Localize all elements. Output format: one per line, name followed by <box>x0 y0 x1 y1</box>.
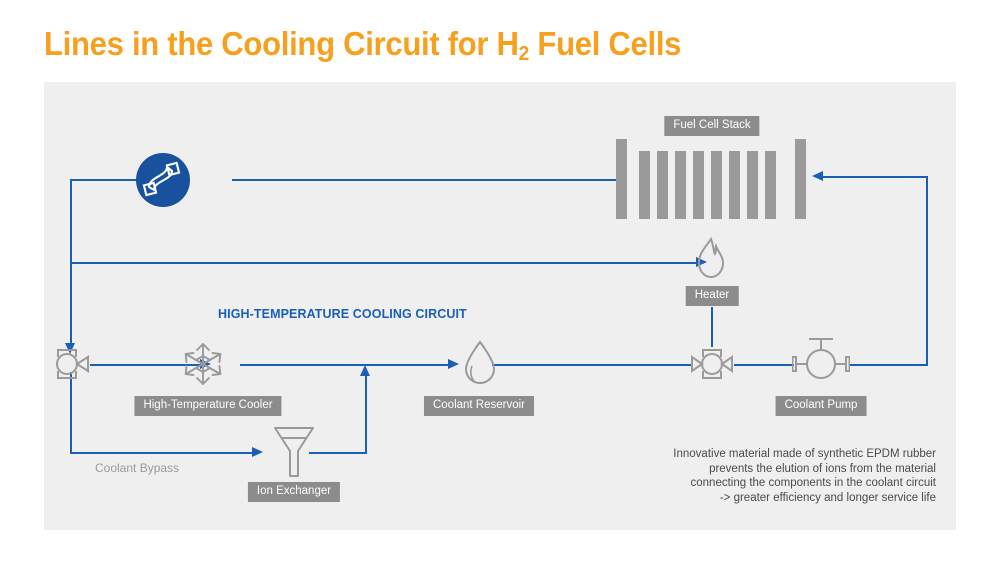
arrow-right-to-ion-exchanger <box>252 447 263 457</box>
stack-plate <box>765 151 776 219</box>
connector-ion-exchanger-riser <box>365 374 367 454</box>
connector-stack-to-hose <box>232 179 616 181</box>
hose-connector-badge[interactable] <box>136 153 190 207</box>
connector-valve-to-cooler <box>90 364 202 366</box>
stack-plate <box>675 151 686 219</box>
arrow-left-to-stack <box>812 171 823 181</box>
fuel-cell-stack <box>616 139 806 219</box>
page-title-text-after: Fuel Cells <box>529 25 682 62</box>
epdm-note-line-1: Innovative material made of synthetic EP… <box>673 448 936 460</box>
arrow-right-to-cooler <box>200 359 211 369</box>
connector-heater-to-valve <box>711 307 713 347</box>
connector-reservoir-to-heater-valve <box>492 364 692 366</box>
snowflake-icon <box>184 343 222 385</box>
high-temperature-cooler-label: High-Temperature Cooler <box>134 396 282 416</box>
stack-plate <box>747 151 758 219</box>
coolant-reservoir-label: Coolant Reservoir <box>423 396 535 416</box>
pump-icon <box>792 338 850 379</box>
connector-bypass-down <box>70 372 72 454</box>
stack-plate <box>711 151 722 219</box>
stack-plate <box>729 151 740 219</box>
connector-bypass-to-ion-exchanger <box>70 452 254 454</box>
page-title-subscript: 2 <box>518 42 530 65</box>
stack-plate <box>657 151 668 219</box>
page-title: Lines in the Cooling Circuit for H2 Fuel… <box>44 25 682 65</box>
arrow-up-to-main-line <box>360 365 370 376</box>
fuel-cell-stack-label: Fuel Cell Stack <box>664 116 760 136</box>
high-temperature-cooling-circuit-label: HIGH-TEMPERATURE COOLING CIRCUIT <box>218 307 467 321</box>
connector-cooler-to-reservoir <box>240 364 450 366</box>
arrow-right-to-reservoir <box>448 359 459 369</box>
stack-plate <box>639 151 650 219</box>
stack-plate <box>693 151 704 219</box>
funnel-icon <box>274 427 314 477</box>
epdm-note-line-4: -> greater efficiency and longer service… <box>719 491 936 504</box>
connector-right-riser-to-stack <box>822 176 928 178</box>
epdm-note-line-3: connecting the components in the coolant… <box>690 477 936 489</box>
connector-left-riser-to-heater <box>70 262 700 264</box>
arrow-right-to-heater <box>696 257 707 267</box>
connector-right-riser <box>926 176 928 366</box>
coolant-bypass-label: Coolant Bypass <box>95 461 180 475</box>
epdm-note-line-2: prevents the elution of ions from the ma… <box>709 462 936 475</box>
page-title-text-before: Lines in the Cooling Circuit for H <box>44 25 519 62</box>
valve-icon <box>56 349 89 379</box>
stack-end-plate-left <box>616 139 627 219</box>
arrow-down-to-bypass-valve <box>65 343 75 354</box>
hose-icon <box>142 161 181 197</box>
diagram-canvas: Fuel Cell Stack Heater <box>44 82 956 530</box>
epdm-note: Innovative material made of synthetic EP… <box>673 447 936 505</box>
connector-heater-valve-to-pump <box>734 364 794 366</box>
connector-pump-to-right-riser <box>849 364 928 366</box>
connector-ion-exchanger-out <box>309 452 367 454</box>
heater-label: Heater <box>685 286 739 306</box>
flame-icon <box>697 236 725 279</box>
connector-left-riser <box>70 179 72 349</box>
stack-end-plate-right <box>795 139 806 219</box>
valve-icon <box>691 349 733 379</box>
connector-hose-to-left-riser <box>70 179 180 181</box>
droplet-icon <box>464 340 496 385</box>
coolant-pump-label: Coolant Pump <box>775 396 867 416</box>
ion-exchanger-label: Ion Exchanger <box>247 482 341 502</box>
